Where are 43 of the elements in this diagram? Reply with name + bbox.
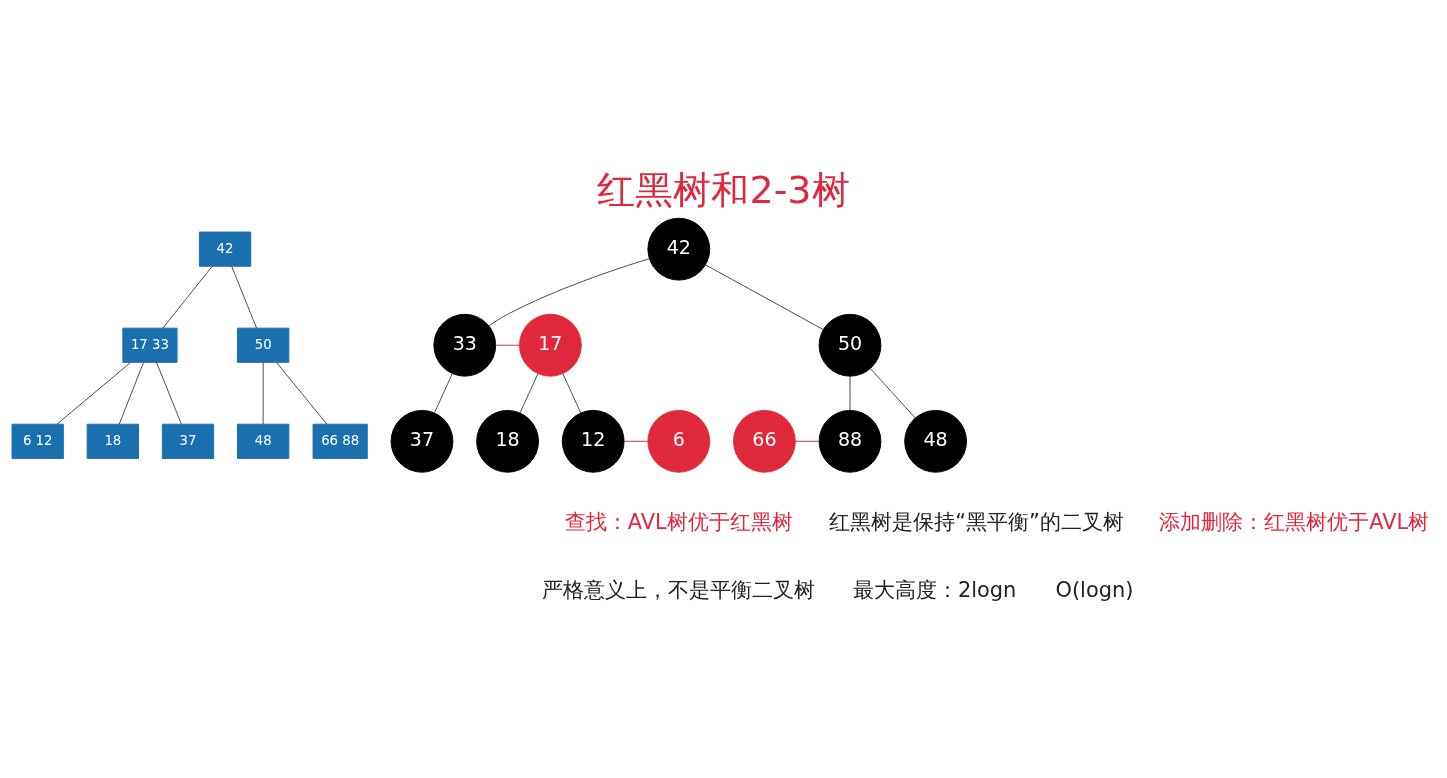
node-circle: 17 bbox=[519, 313, 582, 377]
node-box: 6 12 bbox=[11, 423, 64, 459]
connector bbox=[623, 440, 649, 442]
label: 添加删除：红黑树优于AVL树 bbox=[1159, 509, 1430, 534]
node-box: 66 88 bbox=[312, 423, 368, 459]
connector bbox=[231, 266, 258, 329]
node-box: 18 bbox=[86, 423, 139, 459]
node-circle: 42 bbox=[647, 217, 711, 281]
connector bbox=[262, 362, 264, 425]
connector bbox=[156, 362, 182, 425]
connector bbox=[849, 375, 851, 411]
connector bbox=[795, 440, 820, 442]
node-box: 48 bbox=[236, 423, 290, 459]
node-circle: 12 bbox=[561, 409, 625, 473]
node-box: 37 bbox=[161, 423, 215, 459]
node-circle: 66 bbox=[733, 409, 796, 473]
node-box: 42 bbox=[198, 231, 252, 267]
label: O(logn) bbox=[1055, 578, 1134, 603]
connector bbox=[488, 258, 650, 327]
label: 红黑树是保持“黑平衡”的二叉树 bbox=[829, 509, 1124, 534]
node-box: 17 33 bbox=[122, 327, 178, 363]
label: 最大高度：2logn bbox=[852, 578, 1017, 603]
connector bbox=[276, 362, 328, 425]
diagram-title: 红黑树和2-3树 bbox=[597, 168, 850, 213]
node-circle: 50 bbox=[818, 313, 882, 377]
label: 严格意义上，不是平衡二叉树 bbox=[542, 578, 816, 603]
connector bbox=[705, 264, 824, 330]
node-circle: 88 bbox=[818, 409, 882, 473]
node-circle: 48 bbox=[904, 409, 967, 473]
node-circle: 37 bbox=[390, 409, 454, 473]
node-circle: 33 bbox=[433, 313, 497, 377]
node-box: 50 bbox=[236, 327, 290, 363]
connector bbox=[118, 362, 144, 425]
connector bbox=[519, 373, 539, 414]
connector bbox=[870, 368, 916, 419]
node-circle: 6 bbox=[647, 409, 711, 473]
connector bbox=[433, 373, 453, 414]
node-circle: 18 bbox=[476, 409, 539, 473]
connector bbox=[162, 266, 213, 329]
label: 查找：AVL树优于红黑树 bbox=[564, 509, 793, 534]
connector bbox=[56, 361, 132, 425]
connector bbox=[562, 373, 582, 414]
connector bbox=[495, 344, 520, 346]
